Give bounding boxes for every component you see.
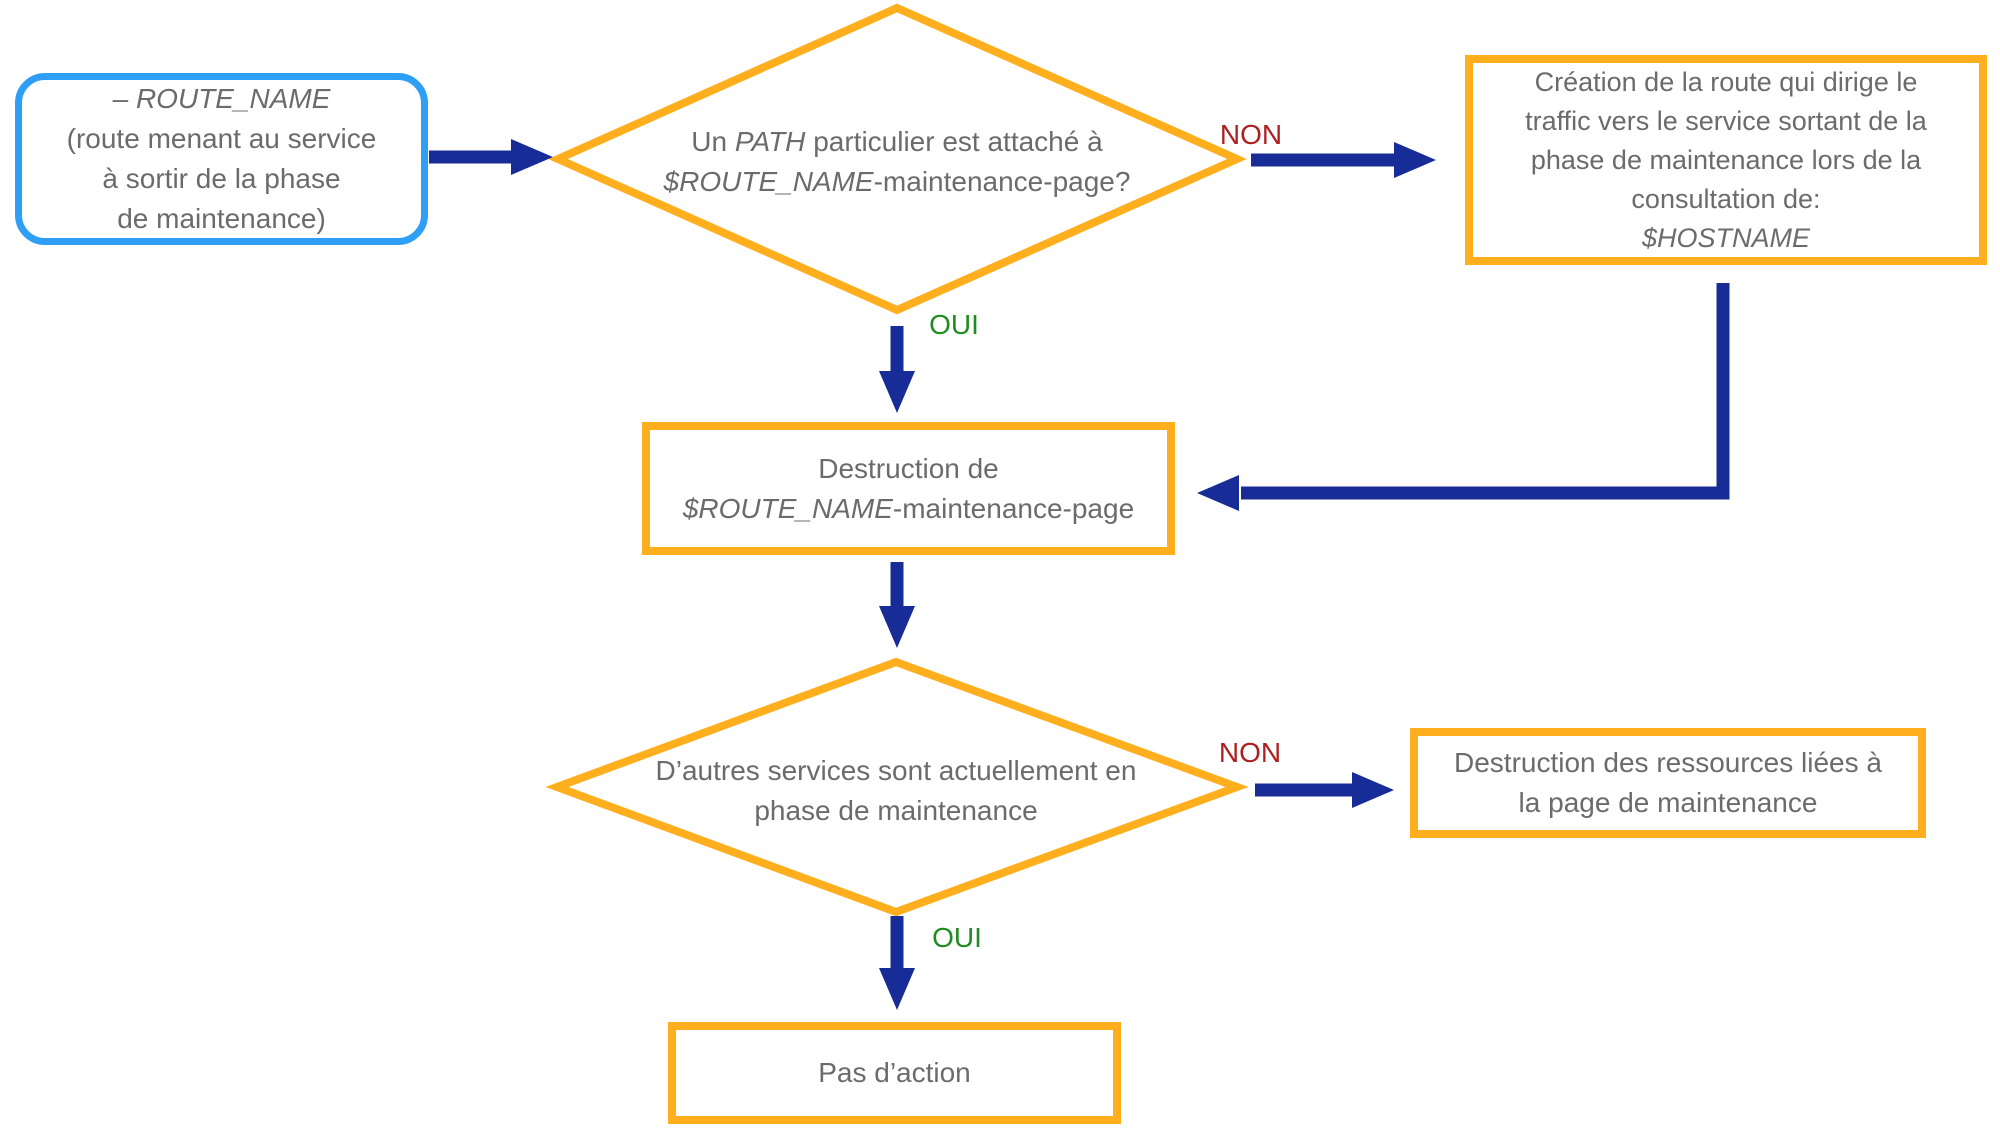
arrowhead-right-icon	[511, 139, 553, 175]
edge-label-non-decision-services: NON	[1218, 737, 1282, 768]
start-line-2: (route menant au service	[66, 123, 377, 154]
ressources-line-2: la page de maintenance	[1518, 787, 1818, 818]
arrowhead-right-icon	[1394, 142, 1436, 178]
start-line-route-name: – ROUTE_NAME	[112, 83, 331, 114]
destruction-line-2: $ROUTE_NAME-maintenance-page	[682, 492, 1135, 524]
arrowhead-left-icon	[1197, 475, 1239, 511]
arrow-start-to-decision-path	[429, 139, 553, 175]
arrow-decision-services-non-to-ressources	[1255, 772, 1394, 808]
arrow-decision-path-oui-to-destruction	[879, 326, 915, 413]
creation-line-2: traffic vers le service sortant de la	[1525, 105, 1927, 136]
arrowhead-down-icon	[879, 968, 915, 1010]
decision-path-text: Un PATH particulier est attaché à $ROUTE…	[664, 122, 1131, 202]
node-destruction-maintenance-page: Destruction de $ROUTE_NAME-maintenance-p…	[642, 422, 1175, 555]
edge-label-oui-decision-services: OUI	[932, 922, 982, 953]
decision-path-line-1: Un PATH particulier est attaché à	[691, 126, 1103, 157]
edge-label-oui-decision-path: OUI	[929, 309, 979, 340]
edge-label-non-decision-path: NON	[1219, 119, 1283, 150]
decision-services-diamond	[545, 657, 1249, 917]
arrowhead-right-icon	[1352, 772, 1394, 808]
decision-path-line-2: $ROUTE_NAME-maintenance-page?	[663, 166, 1131, 197]
ressources-line-1: Destruction des ressources liées à	[1454, 747, 1882, 778]
decision-services-line-1: D’autres services sont actuellement en	[655, 755, 1137, 786]
node-start-route-name: – ROUTE_NAME (route menant au service à …	[15, 73, 428, 245]
creation-line-hostname: $HOSTNAME	[1641, 222, 1811, 253]
node-creation-route: Création de la route qui dirige le traff…	[1465, 55, 1987, 265]
decision-services-text: D’autres services sont actuellement en p…	[656, 751, 1137, 831]
arrowhead-down-icon	[879, 606, 915, 648]
creation-line-4: consultation de:	[1631, 183, 1821, 214]
node-destruction-ressources: Destruction des ressources liées à la pa…	[1410, 728, 1926, 838]
start-line-3: à sortir de la phase	[102, 163, 341, 194]
arrow-destruction-to-decision-services	[879, 562, 915, 648]
arrowhead-down-icon	[879, 371, 915, 413]
no-action-line-1: Pas d’action	[818, 1057, 971, 1088]
arrow-decision-path-non-to-creation	[1251, 142, 1436, 178]
node-no-action: Pas d’action	[668, 1022, 1121, 1124]
destruction-line-1: Destruction de	[818, 452, 999, 484]
creation-line-3: phase de maintenance lors de la	[1530, 144, 1922, 175]
arrow-creation-to-destruction	[1197, 283, 1730, 511]
creation-line-1: Création de la route qui dirige le	[1534, 66, 1918, 97]
start-line-4: de maintenance)	[117, 203, 326, 234]
arrow-decision-services-oui-to-no-action	[879, 916, 915, 1010]
decision-services-line-2: phase de maintenance	[754, 795, 1038, 826]
decision-path-diamond	[548, 3, 1247, 315]
